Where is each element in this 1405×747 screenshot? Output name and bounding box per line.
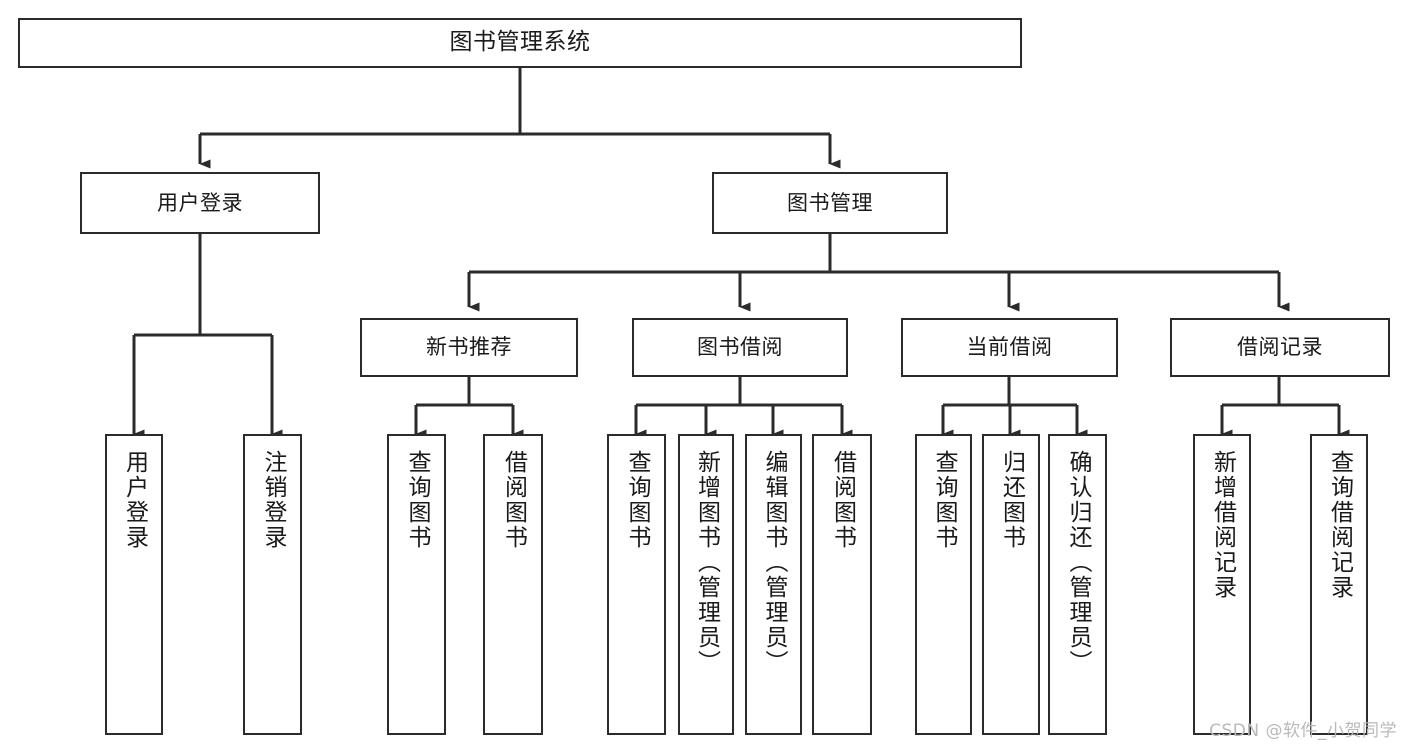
leaf-add-borrow-record[interactable]: 新增借阅记录 [1193,434,1251,735]
leaf-borrow-books-new[interactable]: 借阅图书 [483,434,543,735]
node-label: 查询图书 [931,450,957,550]
node-label: 借阅图书 [500,450,527,550]
leaf-return-books[interactable]: 归还图书 [982,434,1040,735]
node-current-borrowing[interactable]: 当前借阅 [901,318,1118,377]
node-book-borrowing[interactable]: 图书借阅 [632,318,848,377]
node-label: 新增借阅记录 [1209,450,1236,600]
node-label: 新增图书（管理员） [693,450,720,675]
node-new-book-recommendation[interactable]: 新书推荐 [360,318,578,377]
leaf-add-book-admin[interactable]: 新增图书（管理员） [678,434,734,735]
leaf-query-books-new[interactable]: 查询图书 [387,434,446,735]
leaf-query-borrow-record[interactable]: 查询借阅记录 [1310,434,1368,735]
node-label: 当前借阅 [966,335,1053,360]
leaf-user-login[interactable]: 用户登录 [105,434,163,735]
node-label: 查询借阅记录 [1326,450,1353,600]
node-label: 查询图书 [404,450,430,550]
leaf-logout[interactable]: 注销登录 [243,434,302,735]
node-label: 用户登录 [121,450,148,550]
node-label: 图书借阅 [697,335,783,360]
leaf-borrow-books[interactable]: 借阅图书 [812,434,872,735]
node-book-management[interactable]: 图书管理 [712,172,948,234]
node-label: 借阅图书 [829,450,856,550]
node-label: 借阅记录 [1237,335,1323,360]
node-label: 用户登录 [157,190,243,215]
node-label: 确认归还（管理员） [1065,450,1091,675]
leaf-confirm-return-admin[interactable]: 确认归还（管理员） [1048,434,1107,735]
node-label: 查询图书 [624,450,650,550]
leaf-query-books-current[interactable]: 查询图书 [915,434,972,735]
watermark-text: CSDN @软件_小贺同学 [1209,721,1397,741]
node-label: 归还图书 [998,450,1025,550]
node-label: 编辑图书（管理员） [761,450,787,675]
node-label: 新书推荐 [426,335,512,360]
node-borrowing-records[interactable]: 借阅记录 [1170,318,1390,377]
node-label: 注销登录 [260,450,286,550]
node-user-login[interactable]: 用户登录 [80,172,320,234]
node-label: 图书管理 [787,190,873,215]
node-book-management-system[interactable]: 图书管理系统 [18,18,1022,68]
node-label: 图书管理系统 [449,29,591,56]
leaf-query-books-borrow[interactable]: 查询图书 [607,434,666,735]
leaf-edit-book-admin[interactable]: 编辑图书（管理员） [745,434,802,735]
